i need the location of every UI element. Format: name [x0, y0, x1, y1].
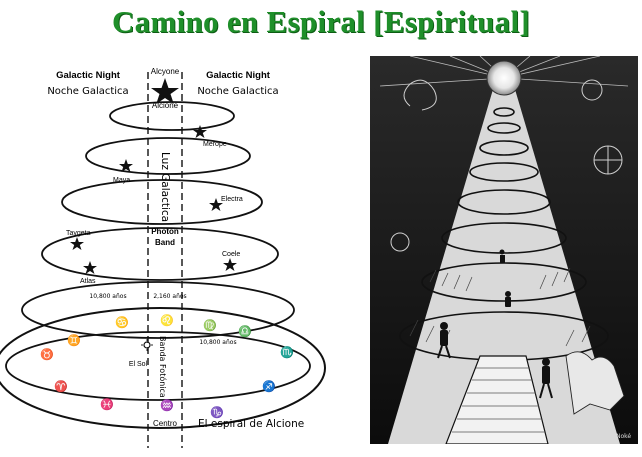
zodiac-capricorn-icon: ♑ — [210, 406, 224, 419]
spiral-symbol-icon — [403, 79, 437, 111]
galactic-night-right-es: Noche Galactica — [197, 86, 278, 97]
merope-star-icon — [193, 125, 207, 138]
alcione-label: Alcione — [152, 101, 179, 110]
star-label-electra: Electra — [221, 196, 243, 203]
photon-band-label-1: Photon — [151, 227, 179, 236]
zodiac-virgo-icon: ♍ — [203, 319, 217, 332]
page-title: Camino en Espiral [Espiritual] — [111, 4, 531, 39]
banda-fotonica-label: Banda Fotónica — [158, 336, 168, 398]
light-cone — [388, 86, 620, 444]
alcyone-spiral-diagram: Galactic Night Noche Galactica Galactic … — [0, 67, 326, 448]
alcyone-label: Alcyone — [151, 67, 180, 76]
zodiac-leo-icon: ♌ — [160, 314, 174, 327]
sun-icon — [143, 341, 151, 349]
star-label-coele: Coele — [222, 251, 240, 258]
climbing-figures — [437, 249, 553, 399]
alcyone-star-icon — [151, 78, 179, 104]
zodiac-glyphs: ♊ ♋ ♌ ♍ ♎ ♏ ♐ ♑ ♒ ♓ ♈ ♉ — [40, 314, 294, 419]
photon-band-label-2: Band — [155, 238, 175, 247]
spiral-caption: El espiral de Alcione — [198, 418, 304, 430]
zodiac-libra-icon: ♎ — [238, 325, 252, 338]
stair-steps — [409, 267, 591, 347]
zodiac-aquarius-icon: ♒ — [160, 399, 174, 412]
maya-star-icon — [119, 159, 133, 172]
zodiac-gemini-icon: ♊ — [67, 334, 81, 347]
cosmic-symbols — [390, 79, 623, 252]
zodiac-scorpio-icon: ♏ — [280, 346, 294, 359]
luz-galactica-label: Luz Galactica — [159, 152, 171, 222]
star-label-merope: Merope — [203, 141, 227, 148]
foreground-stairs — [445, 355, 549, 444]
landscape-shape — [565, 351, 625, 415]
dial-symbol-icon — [390, 232, 410, 252]
atlas-star-icon — [83, 261, 97, 274]
years-right-label: 10,800 años — [199, 339, 236, 346]
zodiac-cancer-icon: ♋ — [115, 316, 129, 329]
star-label-taygeta: Taygeta — [66, 230, 91, 237]
artist-signature: Noké — [616, 433, 631, 440]
zodiac-taurus-icon: ♉ — [40, 348, 54, 361]
electra-star-icon — [209, 198, 223, 211]
star-markers — [70, 125, 237, 274]
galactic-night-right-en: Galactic Night — [206, 70, 271, 81]
years-center-label: 2,160 años — [153, 293, 186, 300]
zodiac-sagittarius-icon: ♐ — [262, 380, 276, 393]
galactic-night-left-es: Noche Galactica — [47, 86, 128, 97]
star-label-maya: Maya — [113, 177, 130, 184]
star-label-atlas: Atlas — [80, 278, 96, 285]
photon-band-lines — [147, 72, 183, 448]
zodiac-ellipse — [0, 307, 326, 429]
spiral-staircase-artwork: Noké — [370, 56, 638, 444]
center-label: Centro — [153, 419, 178, 428]
galactic-night-left-en: Galactic Night — [56, 70, 121, 81]
taygeta-star-icon — [70, 237, 84, 250]
radiant-sun — [486, 60, 522, 96]
zodiac-aries-icon: ♈ — [54, 380, 68, 393]
years-left-label: 10,800 años — [89, 293, 126, 300]
coele-star-icon — [223, 258, 237, 271]
ring-symbol-icon — [581, 79, 603, 101]
sun-label: El Sol — [129, 361, 148, 368]
zodiac-pisces-icon: ♓ — [100, 398, 114, 411]
